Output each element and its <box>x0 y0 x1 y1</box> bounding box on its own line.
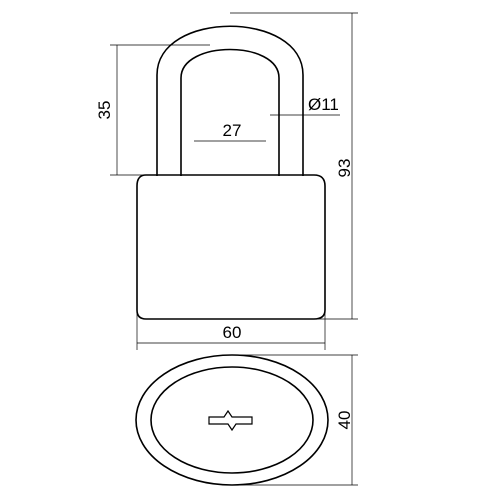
label-shackle-height: 35 <box>95 101 114 120</box>
shackle-outer-outline <box>156 25 304 176</box>
top-view-inner-ellipse <box>150 366 314 474</box>
keyhole-icon <box>208 409 253 432</box>
front-view: 27 Ø11 35 93 60 <box>95 12 358 350</box>
label-body-width: 60 <box>223 323 242 342</box>
padlock-body <box>136 174 326 320</box>
label-shackle-diameter: Ø11 <box>308 95 339 114</box>
dimension-body-width: 60 <box>136 312 326 350</box>
top-view-outer-ellipse <box>135 354 329 486</box>
dimension-shackle-inner-width: 27 <box>194 121 266 142</box>
label-total-height: 93 <box>335 159 354 178</box>
dimension-shackle-height: 35 <box>95 44 210 176</box>
dimension-shackle-diameter: Ø11 <box>270 95 340 116</box>
dimension-body-depth: 40 <box>236 354 358 486</box>
label-shackle-inner-width: 27 <box>223 121 242 140</box>
dimension-total-height: 93 <box>230 12 358 320</box>
top-view: 40 <box>135 354 358 486</box>
shackle-inner-outline <box>180 48 280 176</box>
label-body-depth: 40 <box>335 411 354 430</box>
